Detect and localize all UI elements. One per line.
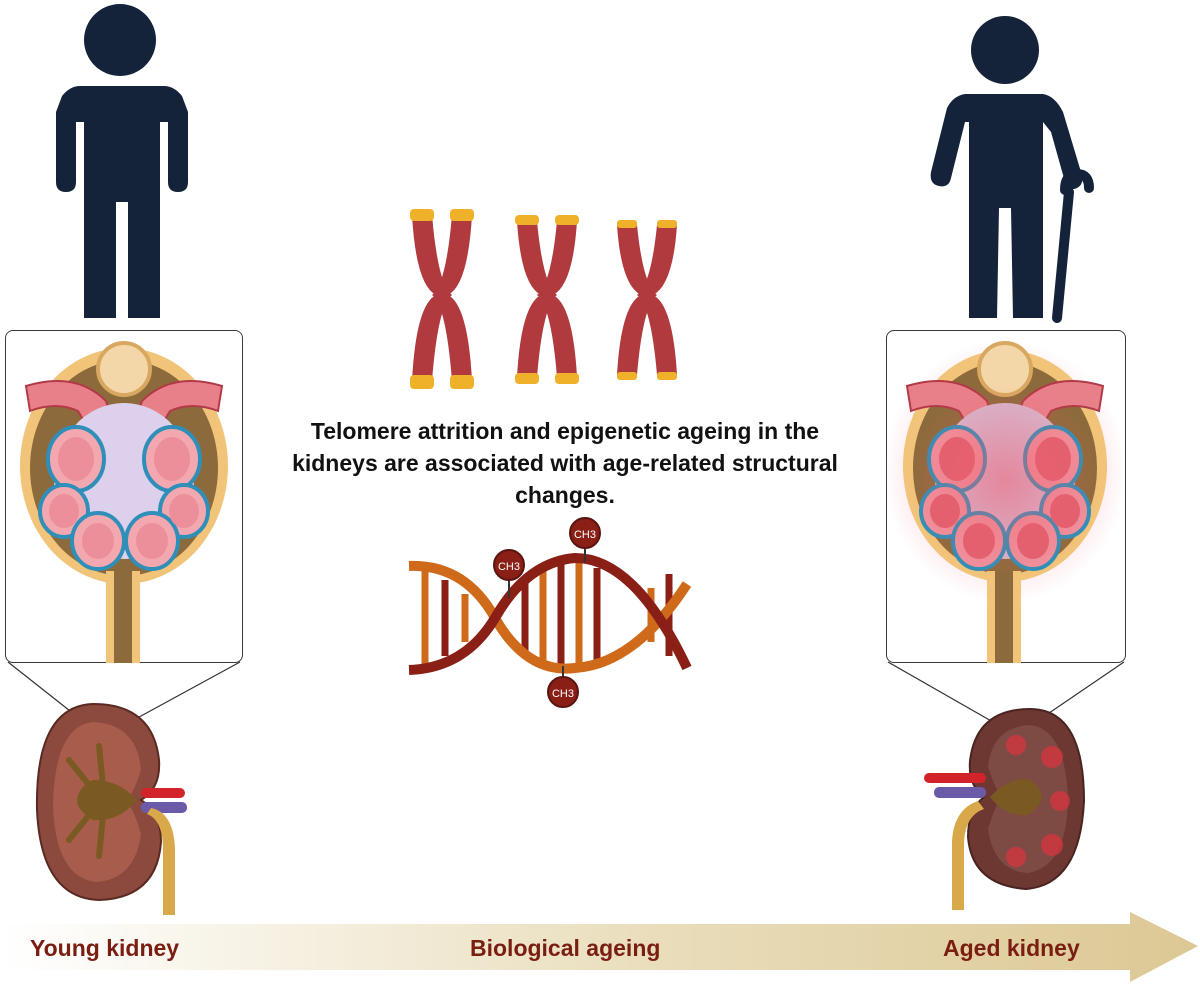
- aged-glomerulus-illustration: [883, 339, 1127, 663]
- diagram-caption: Telomere attrition and epigenetic ageing…: [292, 418, 838, 508]
- young-person-icon: [56, 4, 188, 318]
- chromosome-1: [410, 209, 474, 389]
- aged-kidney-illustration: [924, 707, 1086, 910]
- timeline-label-young: Young kidney: [30, 935, 180, 961]
- elderly-person-icon: [930, 16, 1094, 323]
- chromosome-2: [515, 215, 579, 384]
- methyl-tag-2: CH3: [574, 529, 596, 541]
- timeline-label-aged: Aged kidney: [943, 935, 1080, 961]
- methyl-tag-1: CH3: [498, 561, 520, 573]
- young-kidney-illustration: [35, 702, 187, 915]
- dna-methylation-illustration: CH3 CH3 CH3: [408, 517, 692, 708]
- young-glomerulus-illustration: [20, 341, 228, 663]
- methyl-tag-3: CH3: [552, 688, 574, 700]
- timeline-label-ageing: Biological ageing: [470, 935, 661, 961]
- chromosomes-illustration: [410, 209, 677, 389]
- chromosome-3: [617, 220, 677, 380]
- young-glomerulus-panel: [5, 330, 243, 663]
- aged-glomerulus-panel: [883, 330, 1127, 663]
- ageing-timeline-arrow: [0, 912, 1198, 982]
